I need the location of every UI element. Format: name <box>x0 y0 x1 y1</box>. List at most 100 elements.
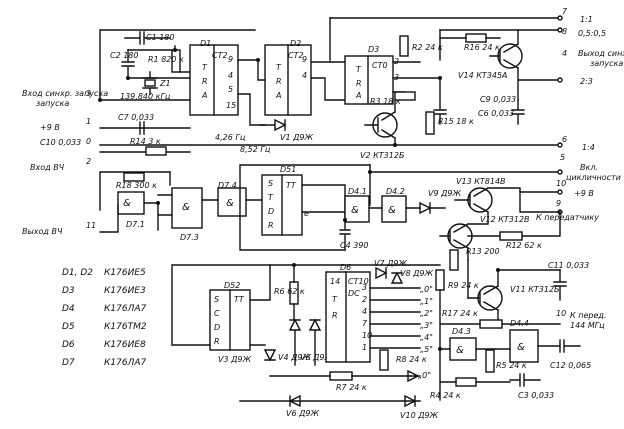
v13-label: V13 КТ814В <box>456 177 506 186</box>
pin-11: 11 <box>86 221 96 230</box>
r5-label: R5 24 к <box>496 361 527 370</box>
d41-label: D4.1 <box>348 187 367 196</box>
d6-name: D6 <box>340 263 351 272</box>
v3-label: V3 Д9Ж <box>218 355 251 364</box>
svg-text:&: & <box>456 345 464 356</box>
v4-label: V4 Д9Ж <box>278 353 311 362</box>
svg-text:C: C <box>214 309 220 318</box>
svg-text:&: & <box>351 205 359 216</box>
pin-3: 3 <box>86 89 91 98</box>
svg-text:R: R <box>332 311 338 320</box>
svg-text:4: 4 <box>302 71 307 80</box>
v14-label: V14 КТ345А <box>458 71 508 80</box>
svg-text:A: A <box>275 91 281 100</box>
gate-d73 <box>171 187 203 229</box>
out-l0: „0" <box>420 285 433 294</box>
pin-10: 10 <box>556 179 566 188</box>
svg-text:&: & <box>226 198 234 209</box>
sig-e: e <box>304 209 309 218</box>
v1-label: V1 Д9Ж <box>280 133 313 142</box>
c6-label: C6 0,033 <box>478 109 514 118</box>
pin-5: 5 <box>560 153 565 162</box>
r15-label: R15 18 к <box>438 117 474 126</box>
svg-text:7: 7 <box>362 319 368 328</box>
to-tx-label-2: 144 МГц <box>570 321 605 330</box>
svg-text:10: 10 <box>362 331 372 340</box>
svg-text:A: A <box>201 91 207 100</box>
svg-text:T: T <box>276 63 282 72</box>
pin-7: 7 <box>562 7 568 16</box>
d6-dc: DC <box>348 289 360 298</box>
r4-label: R4 24 к <box>430 391 461 400</box>
svg-text:&: & <box>517 342 525 353</box>
svg-text:15: 15 <box>226 101 236 110</box>
v8-label: V8 Д9Ж <box>400 269 433 278</box>
d1-ct: CT2 <box>212 51 228 60</box>
d1-name: D1 <box>200 39 211 48</box>
d2-ct: CT2 <box>288 51 304 60</box>
r1-label: R1 820 к <box>148 55 184 64</box>
d42-label: D4.2 <box>386 187 405 196</box>
svg-text:R: R <box>268 221 274 230</box>
v5-label: V5 Д9Ж <box>300 353 333 362</box>
pin-10b: 10 <box>556 309 566 318</box>
v12-label: V12 КТ312В <box>480 215 530 224</box>
r16-label: R16 24 к <box>464 43 500 52</box>
c4-label: C4 390 <box>340 241 369 250</box>
out-l1: „1" <box>420 297 433 306</box>
ratio-14: 1:4 <box>582 143 595 152</box>
out-sync-label-2: запуска <box>590 59 623 68</box>
gate-d71 <box>117 191 145 215</box>
in-sync-label: Вход синхр. запуска <box>22 89 108 98</box>
gate-d44 <box>509 329 539 363</box>
d52-tt: TT <box>234 295 245 304</box>
r12-label: R12 62 к <box>506 241 542 250</box>
d3-ct: CT0 <box>372 61 388 70</box>
svg-text:9: 9 <box>228 55 233 64</box>
svg-text:&: & <box>182 202 190 213</box>
d43-label: D4.3 <box>452 327 471 336</box>
d52-name: D52 <box>224 281 240 290</box>
pin-9: 9 <box>556 199 561 208</box>
r8-label: R8 24 к <box>396 355 427 364</box>
svg-text:4: 4 <box>362 307 367 316</box>
svg-text:R: R <box>214 337 220 346</box>
r14-label: R14 3 к <box>130 137 161 146</box>
pin-2: 2 <box>86 157 91 166</box>
svg-text:&: & <box>123 198 131 209</box>
pin-0: 0 <box>86 137 91 146</box>
svg-text:D: D <box>268 207 274 216</box>
r18-label: R18 300 к <box>116 181 157 190</box>
c9-label: C9 0,033 <box>480 95 516 104</box>
gate-d74 <box>217 187 247 217</box>
svg-text:T: T <box>332 295 338 304</box>
c7-label: C7 0,033 <box>118 113 154 122</box>
to-tx-label: К перед. <box>570 311 606 320</box>
out-l3: „3" <box>420 321 433 330</box>
out-l5: „5" <box>420 345 433 354</box>
out-sync-label: Выход синхр. <box>578 49 624 58</box>
r17-label: R17 24 к <box>442 309 478 318</box>
out-l2: „2" <box>420 309 433 318</box>
svg-text:3: 3 <box>362 283 367 292</box>
svg-text:D: D <box>214 323 220 332</box>
pin-6: 6 <box>562 135 567 144</box>
gate-d41 <box>344 195 370 223</box>
v2-label: V2 КТ312Б <box>360 151 405 160</box>
out-vch-label: Выход ВЧ <box>22 227 63 236</box>
svg-text:S: S <box>214 295 219 304</box>
plus9b-label: +9 В <box>574 189 594 198</box>
d71-label: D7.1 <box>126 220 145 229</box>
svg-text:2: 2 <box>362 295 367 304</box>
in-vch-label: Вход ВЧ <box>30 163 65 172</box>
svg-text:R: R <box>276 77 282 86</box>
c2-label: C2 180 <box>110 51 139 60</box>
r9-label: R9 24 к <box>448 281 479 290</box>
svg-text:R: R <box>356 79 362 88</box>
freq-426: 4,26 Гц <box>215 133 246 142</box>
d73-label: D7.3 <box>180 233 199 242</box>
in-sync-label-2: запуска <box>36 99 69 108</box>
